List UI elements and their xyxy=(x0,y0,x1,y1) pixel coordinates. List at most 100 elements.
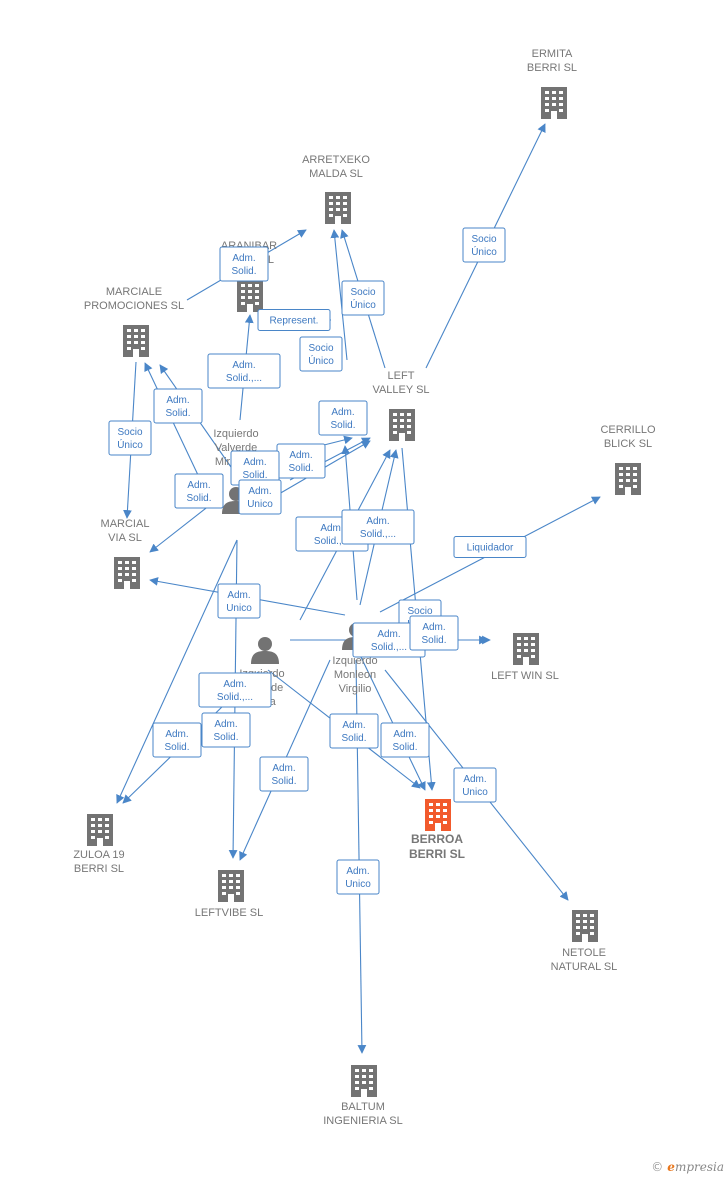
edge-label-text: Unico xyxy=(226,603,252,614)
edge-label-text: Adm. xyxy=(342,720,365,731)
node-leftwin[interactable]: LEFT WIN SL xyxy=(491,633,559,682)
edge-label-text: Socio xyxy=(471,234,496,245)
edge-label-mirentxu-to-leftvalley[interactable]: Adm.Solid. xyxy=(230,450,280,486)
edge-label-box xyxy=(198,672,272,708)
edge-label-text: Unico xyxy=(345,879,371,890)
edge-label-virgilio-to-netole[interactable]: Adm. Unico xyxy=(453,767,497,803)
edge-label-text: Solid. xyxy=(421,635,446,646)
edge-label-box xyxy=(153,388,203,424)
edge-label-mirentxu-to-leftvalley[interactable]: Adm. Unico xyxy=(238,479,282,515)
node-label: BERROA xyxy=(411,832,463,846)
node-label: NETOLE xyxy=(562,947,606,959)
edge-label-box xyxy=(453,536,527,558)
node-label: NATURAL SL xyxy=(551,961,618,973)
edge-label-text: Solid.,... xyxy=(371,642,407,653)
edge-label-virgilio-to-leftvalley[interactable]: Adm.Solid. xyxy=(318,400,368,436)
node-leftvibe[interactable]: LEFTVIBE SL xyxy=(195,870,263,919)
building-icon xyxy=(572,910,598,942)
edge-label-text: Adm. xyxy=(223,679,246,690)
edge-label-mirentxu-to-leftvalley[interactable]: Adm.Solid. xyxy=(276,443,326,479)
edge-labels-layer: SocioÚnicoSocioÚnicoSocioÚnicoAdm.Solid.… xyxy=(108,227,527,895)
edge-label-virgilio-to-leftvibe[interactable]: Adm.Solid. xyxy=(259,756,309,792)
edge-mirentxu-to-marcialvia xyxy=(149,504,211,553)
edge-label-virgilio-to-leftvalley[interactable]: Adm. Solid.,... xyxy=(341,509,415,545)
node-label: LEFTVIBE SL xyxy=(195,907,263,919)
edge-label-box xyxy=(207,353,281,389)
edge-label-text: Adm. xyxy=(366,516,389,527)
node-netole[interactable]: NETOLE NATURAL SL xyxy=(551,910,618,973)
edge-label-mirentxu-to-marciale[interactable]: Adm.Solid. xyxy=(153,388,203,424)
edge-label-box xyxy=(453,767,497,803)
building-icon xyxy=(114,557,140,589)
edge-label-box xyxy=(336,859,380,895)
edge-label-box xyxy=(259,756,309,792)
edge-label-mirentxu-to-marcialvia[interactable]: Adm.Solid. xyxy=(174,473,224,509)
building-icon xyxy=(425,799,451,831)
edge-label-mirentxu-to-aranibar[interactable]: Adm.Solid.,... xyxy=(207,353,281,389)
edge-label-text: Adm. xyxy=(289,450,312,461)
edge-label-text: Adm. xyxy=(248,486,271,497)
edge-label-text: Adm. xyxy=(463,774,486,785)
edge-label-maria-to-leftwin[interactable]: Adm. Solid.,... xyxy=(352,622,426,658)
empresia-brand: ©empresia xyxy=(651,1160,724,1174)
edge-label-text: Socio xyxy=(308,343,333,354)
edge-label-aranibar-to-arretxeko[interactable]: Adm.Solid. xyxy=(219,246,269,282)
edge-mirentxu-to-zuloa xyxy=(116,539,238,804)
edge-label-mirentxu-to-zuloa[interactable]: Adm.Solid. xyxy=(152,722,202,758)
edge-label-text: Solid. xyxy=(392,742,417,753)
building-icon xyxy=(389,409,415,441)
edge-label-text: Adm. xyxy=(187,480,210,491)
node-label: MARCIAL xyxy=(101,518,150,530)
edge-label-leftvalley-to-berroa[interactable]: Adm.Solid. xyxy=(409,615,459,651)
edge-label-text: Represent. xyxy=(270,316,319,327)
edge-label-text: Solid. xyxy=(164,742,189,753)
edge-label-text: Solid. xyxy=(213,732,238,743)
edge-label-box xyxy=(152,722,202,758)
edge-label-text: Adm. xyxy=(320,523,343,534)
edge-label-text: Único xyxy=(350,298,376,311)
edge-label-mirentxu-to-leftvibe[interactable]: Adm.Solid. xyxy=(201,712,251,748)
edge-label-virgilio-to-berroa[interactable]: Adm.Solid. xyxy=(380,722,430,758)
edge-label-text: Solid.,... xyxy=(360,529,396,540)
edge-label-maria-to-berroa[interactable]: Adm. Solid. xyxy=(329,713,379,749)
edge-label-text: Unico xyxy=(247,499,273,510)
edge-label-text: Unico xyxy=(462,787,488,798)
building-icon xyxy=(351,1065,377,1097)
edge-label-virgilio-to-baltum[interactable]: Adm.Unico xyxy=(336,859,380,895)
edge-label-box xyxy=(238,479,282,515)
edge-label-virgilio-to-cerrillo[interactable]: Liquidador xyxy=(453,536,527,558)
edge-label-text: Adm. xyxy=(166,395,189,406)
edge-label-text: Único xyxy=(471,245,497,258)
edge-label-text: Adm. xyxy=(377,629,400,640)
node-label: BERRI SL xyxy=(409,847,465,861)
edge-label-box xyxy=(462,227,506,263)
edge-label-text: Único xyxy=(117,438,143,451)
edge-label-box xyxy=(341,280,385,316)
edge-label-maria-to-zuloa[interactable]: Adm.Solid.,... xyxy=(198,672,272,708)
edge-label-box xyxy=(217,583,261,619)
edge-label-virgilio-to-marcialvia[interactable]: Adm.Unico xyxy=(217,583,261,619)
edge-label-maria-to-aranibar[interactable]: Represent. xyxy=(257,309,331,331)
edge-label-box xyxy=(318,400,368,436)
node-label: PROMOCIONES SL xyxy=(84,300,184,312)
edge-label-text: Solid. xyxy=(341,733,366,744)
edge-label-text: Solid. xyxy=(271,776,296,787)
node-label: VALLEY SL xyxy=(372,384,429,396)
edge-label-text: Solid.,... xyxy=(226,373,262,384)
